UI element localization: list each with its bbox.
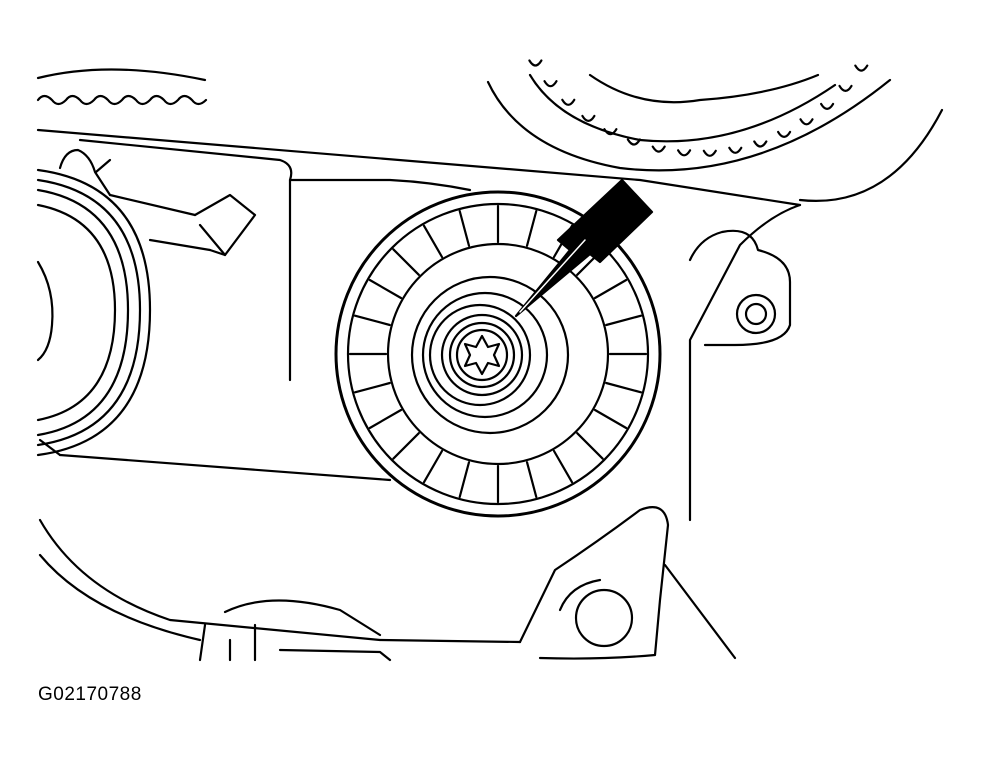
- pulley-inner-rim: [346, 202, 650, 506]
- pulley-rib: [593, 278, 628, 300]
- left-crankshaft-pulley: [36, 148, 152, 457]
- camshaft-sprocket-teeth: [528, 59, 869, 157]
- sprocket-tooth: [854, 64, 869, 72]
- sprocket-tooth: [777, 130, 792, 138]
- sprocket-tooth: [603, 128, 618, 136]
- pulley-rib: [422, 224, 444, 259]
- top-left-sprocket-teeth: [36, 94, 208, 106]
- sprocket-tooth: [702, 149, 717, 157]
- sprocket-tooth: [561, 98, 576, 106]
- pulley-rib: [576, 432, 604, 460]
- lower-mount-hole: [574, 588, 634, 648]
- cover-mount-hole: [735, 293, 777, 335]
- tensioner-arm: [108, 193, 257, 257]
- pulley-rib: [368, 408, 403, 430]
- sprocket-tooth: [799, 118, 814, 126]
- figure-code: G02170788: [38, 684, 142, 705]
- pulley-rib: [552, 449, 574, 484]
- torx-bolt-icon: [463, 334, 501, 376]
- pulley-rib: [458, 461, 471, 499]
- pulley-rib: [368, 278, 403, 300]
- idler-pulley: [334, 190, 662, 518]
- top-left-sprocket: [36, 68, 208, 106]
- pulley-rib: [392, 248, 420, 276]
- pulley-rib: [392, 432, 420, 460]
- sprocket-tooth: [677, 149, 692, 157]
- bolt-washer: [440, 313, 524, 397]
- pulley-rib: [525, 461, 538, 499]
- pulley-rib: [605, 314, 643, 327]
- pulley-outer-rim: [334, 190, 662, 518]
- sprocket-tooth: [528, 59, 543, 67]
- pulley-rib: [593, 408, 628, 430]
- pulley-rib: [353, 381, 391, 394]
- bolt-head: [448, 321, 516, 389]
- pulley-rib: [458, 209, 471, 247]
- pulley-rib: [422, 449, 444, 484]
- sprocket-tooth: [581, 114, 596, 122]
- sprocket-tooth: [753, 140, 768, 148]
- pulley-rib: [353, 314, 391, 327]
- arrow-pointing-to-bolt: [514, 178, 654, 318]
- sprocket-tooth: [728, 146, 743, 154]
- sprocket-tooth: [820, 102, 835, 110]
- pulley-rib: [525, 209, 538, 247]
- sprocket-tooth: [543, 80, 558, 88]
- top-right-camshaft-sprocket: [486, 59, 892, 172]
- pulley-rib: [605, 381, 643, 394]
- sprocket-tooth: [651, 145, 666, 153]
- timing-cover: [36, 108, 944, 662]
- sprocket-tooth: [626, 138, 641, 146]
- sprocket-tooth: [838, 84, 853, 92]
